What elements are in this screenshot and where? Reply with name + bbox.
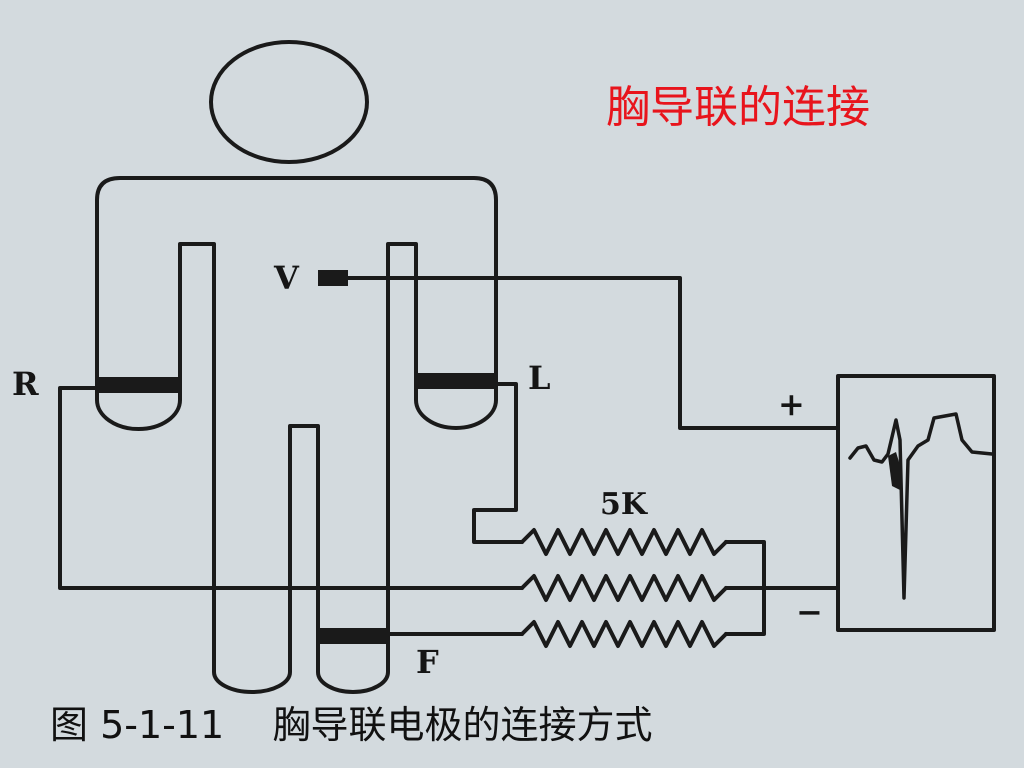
- wire-r: [58, 386, 524, 590]
- figure-caption: 图 5-1-11 胸导联电极的连接方式: [50, 703, 653, 747]
- electrode-l: [418, 373, 495, 389]
- ecg-trace: [848, 412, 994, 600]
- body-outline: [95, 176, 498, 694]
- body-head: [209, 40, 369, 164]
- wire-central-terminal: [724, 540, 840, 636]
- label-v: V: [274, 259, 299, 297]
- resistor-top: [520, 528, 728, 556]
- label-resistor-value: 5K: [600, 487, 647, 522]
- recorder-box: [836, 374, 996, 632]
- label-plus: +: [778, 385, 805, 423]
- label-l: L: [528, 359, 551, 397]
- label-r: R: [12, 365, 39, 403]
- resistor-bottom: [520, 620, 728, 648]
- ecg-blob: [888, 452, 902, 490]
- electrode-r: [99, 377, 178, 393]
- electrode-f: [320, 628, 386, 644]
- resistor-middle: [520, 574, 728, 602]
- electrode-v: [318, 270, 348, 286]
- wire-l: [472, 382, 524, 544]
- label-minus: −: [796, 593, 823, 631]
- slide-title: 胸导联的连接: [606, 82, 870, 133]
- wire-v-positive: [346, 276, 840, 430]
- label-f: F: [416, 643, 439, 681]
